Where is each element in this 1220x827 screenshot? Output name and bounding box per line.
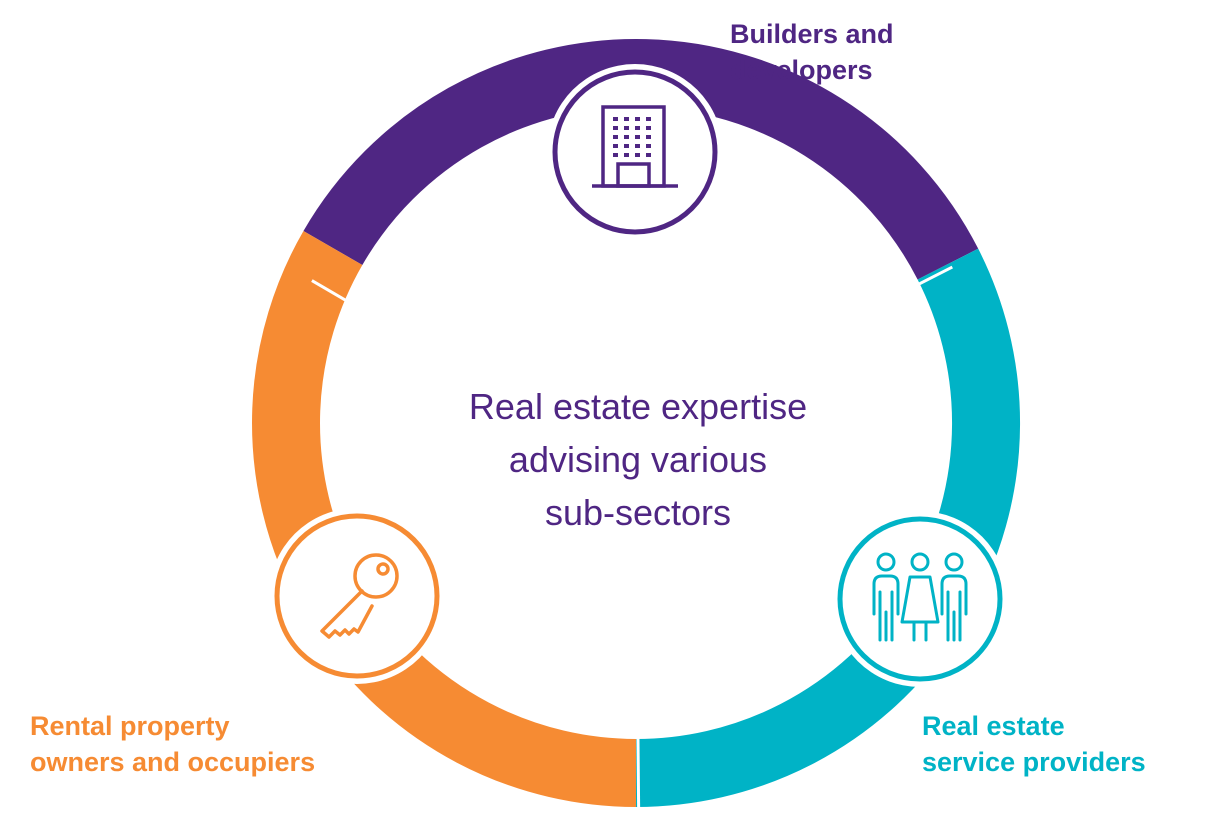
segment-divider [311,279,411,339]
building-window [646,117,651,121]
service-label-line: Real estate [922,711,1065,741]
rental-label-line: Rental property [30,711,230,741]
builders-label-line: developers [730,55,873,85]
building-windows [613,117,651,157]
builders-label-line: Builders and [730,19,894,49]
service-icon-badge [832,511,1008,687]
service-label: Real estate service providers [922,708,1146,780]
service-label-line: service providers [922,747,1146,777]
building-window [635,144,640,148]
center-title-line: advising various [508,439,768,480]
building-window [635,135,640,139]
building-window [646,126,651,130]
center-title-line: sub-sectors [544,492,732,533]
building-window [646,135,651,139]
building-window [635,117,640,121]
rental-icon-badge [269,508,445,684]
building-icon [592,105,678,188]
people-group-icon [872,552,968,642]
builders-label: Builders and developers [730,16,894,88]
building-window [624,153,629,157]
building-window [624,144,629,148]
rental-label: Rental property owners and occupiers [30,708,315,780]
segment-divider [861,265,953,315]
building-window [613,126,618,130]
building-window [635,126,640,130]
diagram-center-title: Real estate expertise advising various s… [388,380,888,539]
builders-icon-badge [547,64,723,240]
center-title-line: Real estate expertise [468,386,808,427]
building-window [613,144,618,148]
segment-divider [636,730,641,816]
key-icon [320,553,399,639]
building-window [624,126,629,130]
building-window [624,135,629,139]
building-window [613,117,618,121]
building-window [646,153,651,157]
rental-label-line: owners and occupiers [30,747,316,777]
building-window [635,153,640,157]
building-window [613,153,618,157]
building-window [624,117,629,121]
building-window [646,144,651,148]
building-window [613,135,618,139]
